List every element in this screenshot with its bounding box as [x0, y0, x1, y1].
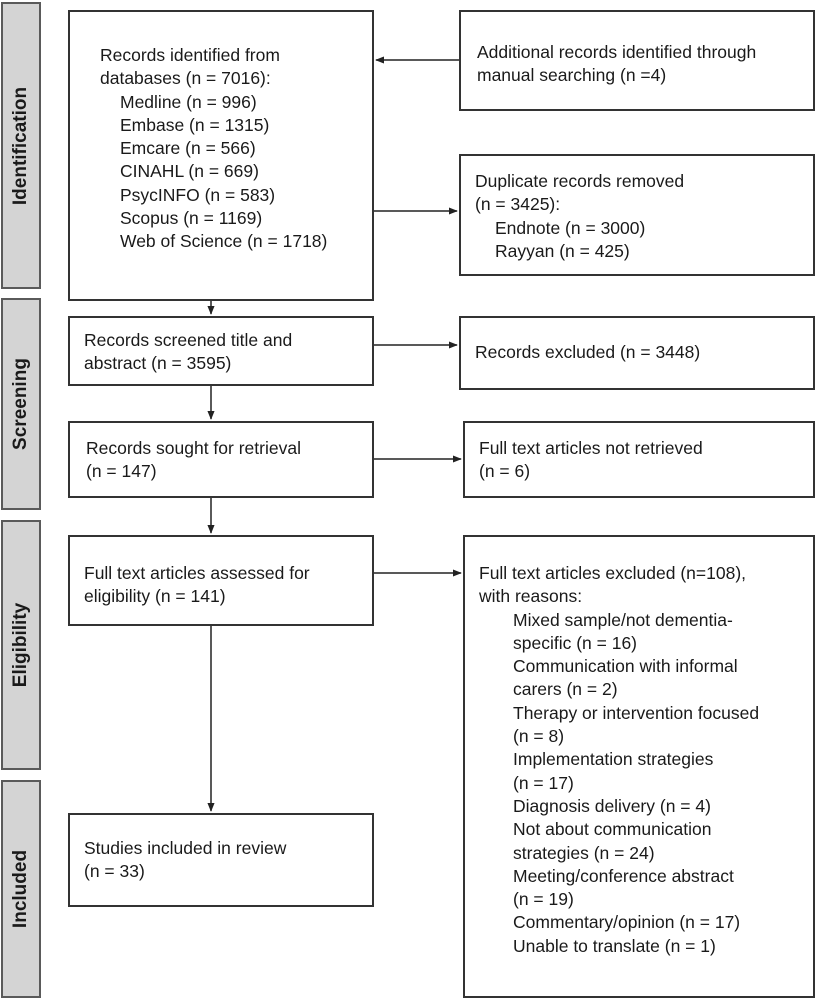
- box-line: Records excluded (n = 3448): [475, 342, 701, 362]
- box-line: with reasons:: [479, 586, 583, 607]
- stage-tab-identification: Identification: [1, 2, 41, 289]
- exclusion-reason: (n = 17): [513, 772, 574, 793]
- exclusion-reason: (n = 19): [513, 889, 574, 910]
- box-line: (n = 147): [86, 461, 157, 482]
- stage-tab-screening: Screening: [1, 298, 41, 510]
- exclusion-reason: Commentary/opinion (n = 17): [513, 912, 741, 933]
- box-line: eligibility (n = 141): [84, 586, 226, 607]
- box-line: Full text articles not retrieved: [479, 438, 703, 458]
- box-line: (n = 6): [479, 461, 531, 482]
- exclusion-reason: Implementation strategies: [513, 749, 714, 770]
- box-line: Records sought for retrieval: [86, 438, 301, 458]
- exclusion-reason: Diagnosis delivery (n = 4): [513, 795, 711, 816]
- not-retrieved-box: Full text articles not retrieved (n = 6): [463, 421, 815, 498]
- exclusion-reason: Mixed sample/not dementia-: [513, 609, 733, 630]
- database-item: Scopus (n = 1169): [120, 208, 263, 229]
- stage-tab-included: Included: [1, 780, 41, 998]
- box-line: Studies included in review: [84, 838, 287, 858]
- duplicate-source: Rayyan (n = 425): [495, 240, 630, 261]
- box-line: abstract (n = 3595): [84, 353, 232, 374]
- database-item: Medline (n = 996): [120, 91, 257, 112]
- box-line: Records screened title and: [84, 330, 293, 350]
- box-line: Records identified from: [100, 45, 280, 65]
- additional-records-box: Additional records identified through ma…: [459, 10, 815, 111]
- exclusion-reason: Meeting/conference abstract: [513, 865, 734, 886]
- box-line: Additional records identified through: [477, 42, 757, 62]
- records-excluded-box: Records excluded (n = 3448): [459, 316, 815, 390]
- box-line: (n = 3425):: [475, 194, 561, 215]
- records-sought-box: Records sought for retrieval (n = 147): [68, 421, 374, 498]
- exclusion-reason: Communication with informal: [513, 656, 738, 677]
- box-line: Full text articles excluded (n=108),: [479, 563, 747, 583]
- box-line: Duplicate records removed: [475, 171, 685, 191]
- exclusion-reason: strategies (n = 24): [513, 842, 655, 863]
- exclusion-reason: specific (n = 16): [513, 632, 638, 653]
- box-line: (n = 33): [84, 861, 145, 882]
- box-line: Full text articles assessed for: [84, 563, 310, 583]
- full-text-excluded-box: Full text articles excluded (n=108), wit…: [463, 535, 815, 998]
- database-item: CINAHL (n = 669): [120, 161, 259, 182]
- exclusion-reason: Unable to translate (n = 1): [513, 935, 716, 956]
- studies-included-box: Studies included in review (n = 33): [68, 813, 374, 907]
- database-item: Embase (n = 1315): [120, 114, 270, 135]
- exclusion-reason: Not about communication: [513, 819, 712, 840]
- duplicate-source: Endnote (n = 3000): [495, 217, 646, 238]
- database-item: Emcare (n = 566): [120, 138, 256, 159]
- database-item: PsycINFO (n = 583): [120, 184, 276, 205]
- duplicate-records-box: Duplicate records removed (n = 3425): En…: [459, 154, 815, 276]
- stage-tab-eligibility: Eligibility: [1, 520, 41, 770]
- database-item: Web of Science (n = 1718): [120, 231, 328, 252]
- box-line: manual searching (n =4): [477, 65, 667, 86]
- exclusion-reason: Therapy or intervention focused: [513, 702, 760, 723]
- exclusion-reason: carers (n = 2): [513, 679, 618, 700]
- exclusion-reason: (n = 8): [513, 726, 565, 747]
- box-line: databases (n = 7016):: [100, 68, 271, 89]
- records-screened-box: Records screened title and abstract (n =…: [68, 316, 374, 386]
- assessed-box: Full text articles assessed for eligibil…: [68, 535, 374, 626]
- records-identified-box: Records identified from databases (n = 7…: [68, 10, 374, 301]
